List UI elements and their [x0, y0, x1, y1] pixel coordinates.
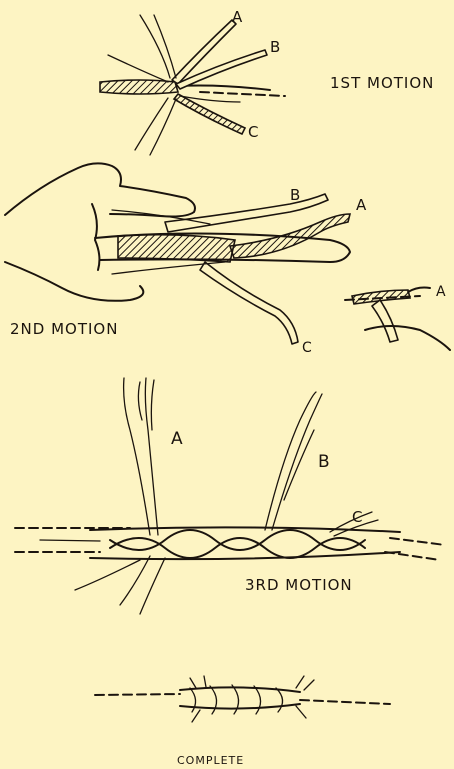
- step-1-caption: 1ST MOTION: [330, 74, 434, 92]
- step-2-letter-b: B: [290, 186, 301, 204]
- step-3-caption: 3RD MOTION: [245, 576, 353, 594]
- complete-splice-illustration: [95, 676, 390, 722]
- step-2-letter-c: C: [302, 340, 313, 356]
- step-2-caption: 2ND MOTION: [10, 320, 118, 338]
- step-2-letter-a: A: [356, 196, 367, 214]
- step-3-letter-c: C: [352, 508, 363, 526]
- step-3-letter-b: B: [318, 452, 331, 472]
- step-1-letter-b: B: [270, 38, 281, 56]
- step-3-illustration: [15, 378, 445, 614]
- step-1-letter-a: A: [232, 8, 243, 26]
- step-2-inset-letter-a: A: [436, 284, 447, 300]
- complete-caption: COMPLETE: [177, 754, 244, 767]
- step-1-letter-c: C: [248, 123, 259, 141]
- step-3-letter-a: A: [171, 429, 184, 449]
